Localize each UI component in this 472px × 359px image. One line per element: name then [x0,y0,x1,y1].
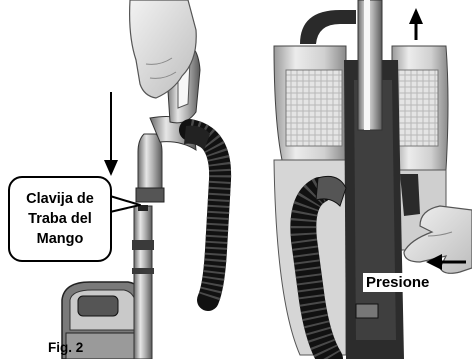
down-arrow-icon [104,92,118,176]
press-label: Presione [363,273,433,292]
callout-line-2: Traba del [28,211,92,227]
hand-pressing [403,205,472,274]
wand-tube [132,205,154,359]
hand-holding-handle [129,0,197,99]
figure-caption: Fig. 2 [48,340,84,355]
vacuum-right [272,0,466,359]
hose-left [179,119,232,311]
callout-line-3: Mango [36,231,84,247]
left-arrow-icon [426,254,466,270]
up-arrow-icon [409,8,423,40]
callout-line-1: Clavija de [26,191,94,207]
handle-lock-pin-callout: Clavija de Traba del Mango [8,176,112,262]
